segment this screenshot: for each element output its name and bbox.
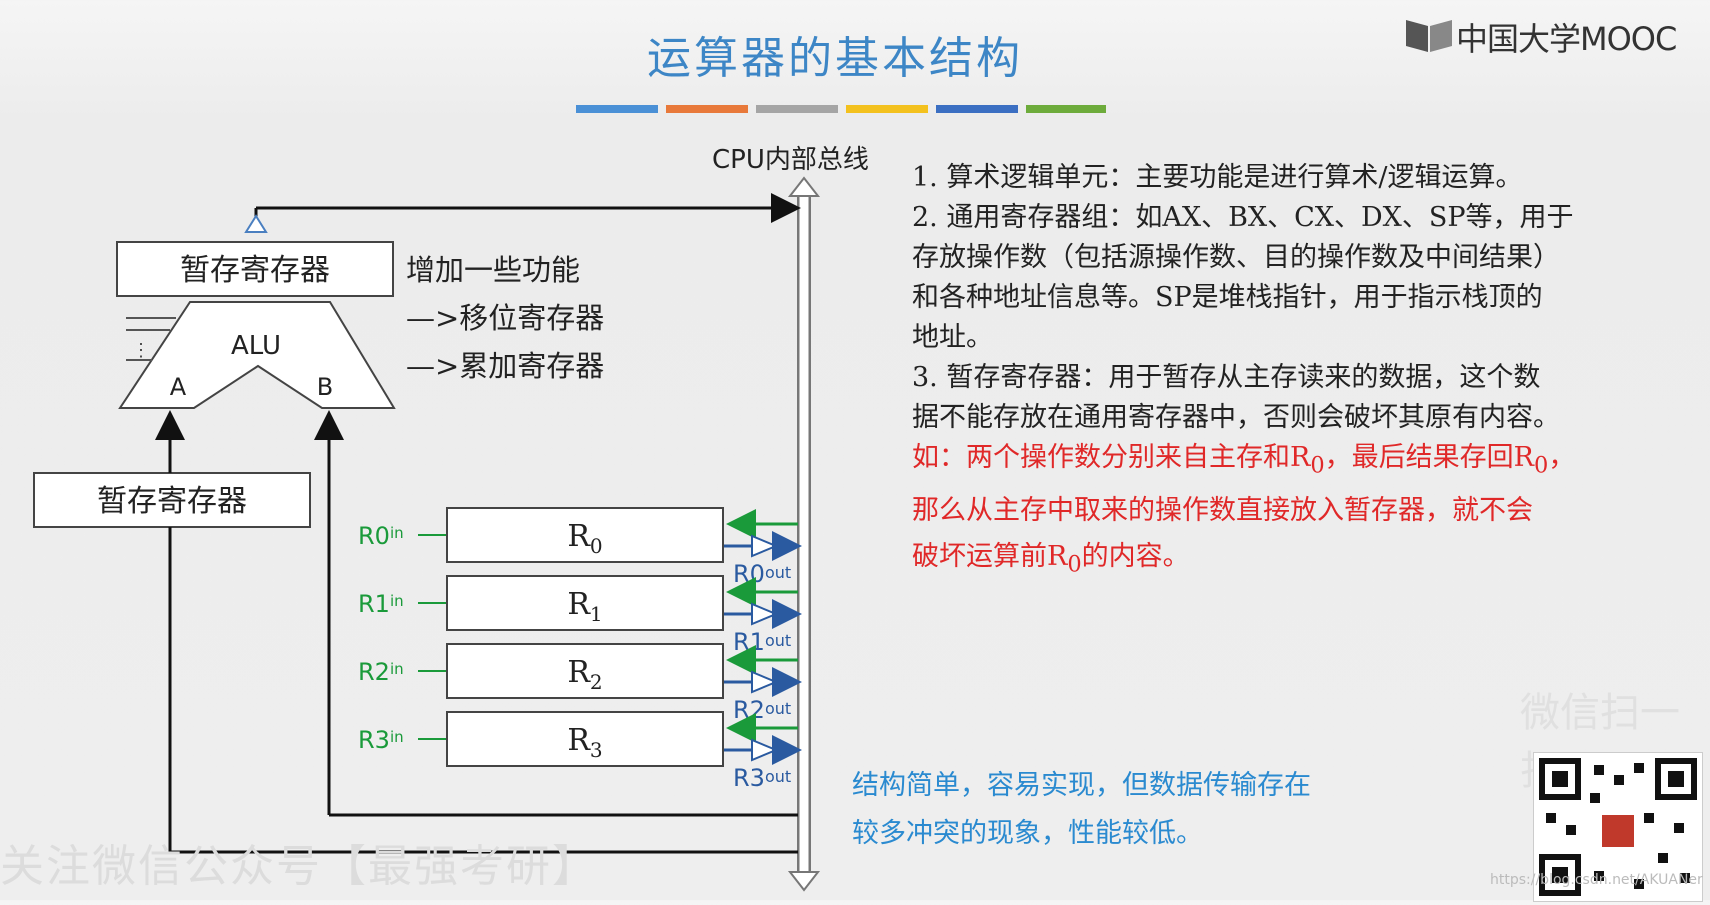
annotation-add-functions: 增加一些功能 <box>406 253 580 287</box>
register-r3 <box>446 711 724 767</box>
register-r3-label: R3 <box>567 723 602 762</box>
summary-line-2: 较多冲突的现象，性能较低。 <box>852 818 1203 849</box>
register-r0-in-signal: R0in <box>358 522 404 550</box>
bus-label: CPU内部总线 <box>712 145 869 175</box>
temp-register-left-label: 暂存寄存器 <box>97 484 247 519</box>
register-r3-out-buffer <box>751 738 779 762</box>
note-red-line-1: 如：两个操作数分别来自主存和R0，最后结果存回R0， <box>912 442 1576 479</box>
book-icon <box>1406 20 1452 52</box>
alu-block: ALU A B ⋮ <box>118 301 396 409</box>
temp-register-top-label: 暂存寄存器 <box>180 253 330 288</box>
input-a-path <box>155 410 798 854</box>
register-r1-out-signal: R1out <box>733 628 791 656</box>
summary-line-1: 结构简单，容易实现，但数据传输存在 <box>852 770 1311 801</box>
page-title: 运算器的基本结构 <box>647 33 1023 84</box>
register-r0-label: R0 <box>567 519 602 558</box>
color-bar-segment <box>666 105 748 113</box>
cpu-internal-bus <box>787 176 821 892</box>
color-bar-segment <box>936 105 1018 113</box>
register-r2 <box>446 643 724 699</box>
register-r2-out-signal: R2out <box>733 696 791 724</box>
note-line: 地址。 <box>912 322 993 353</box>
register-r0 <box>446 507 724 563</box>
logo-text: 中国大学MOOC <box>1456 20 1677 58</box>
qr-code-image <box>1533 752 1703 902</box>
register-r2-out-buffer <box>751 670 779 694</box>
alu-label: ALU <box>231 331 281 361</box>
temp-register-left <box>33 472 311 528</box>
annotation-accumulator: —>累加寄存器 <box>406 349 604 383</box>
note-line: 1. 算术逻辑单元：主要功能是进行算术/逻辑运算。 <box>912 162 1523 193</box>
color-bar-segment <box>846 105 928 113</box>
color-bar-segment <box>1026 105 1106 113</box>
register-r3-out-signal: R3out <box>733 764 791 792</box>
alu-output-path <box>244 193 801 233</box>
alu-input-b-label: B <box>317 373 333 401</box>
control-signal-dots: ⋮ <box>132 340 150 361</box>
temp-register-top <box>116 241 394 297</box>
note-line: 和各种地址信息等。SP是堆栈指针，用于指示栈顶的 <box>912 282 1543 313</box>
note-line: 2. 通用寄存器组：如AX、BX、CX、DX、SP等，用于 <box>912 202 1574 233</box>
mooc-logo: 中国大学MOOC <box>1404 14 1704 58</box>
note-line: 存放操作数（包括源操作数、目的操作数及中间结果） <box>912 242 1560 273</box>
input-b-path <box>314 410 798 817</box>
notes-panel: 1. 算术逻辑单元：主要功能是进行算术/逻辑运算。 2. 通用寄存器组：如AX、B… <box>912 158 1710 585</box>
register-r1 <box>446 575 724 631</box>
color-bar <box>576 105 1106 113</box>
watermark-wechat: 关注微信公众号【最强考研】 <box>0 841 598 892</box>
annotation-shift-register: —>移位寄存器 <box>406 301 604 335</box>
note-red-line-2: 那么从主存中取来的操作数直接放入暂存器，就不会 <box>912 495 1533 527</box>
note-line: 据不能存放在通用寄存器中，否则会破坏其原有内容。 <box>912 402 1560 433</box>
note-red-line-3: 破坏运算前R0的内容。 <box>912 541 1190 578</box>
register-r1-label: R1 <box>567 587 602 626</box>
register-r0-out-buffer <box>751 534 779 558</box>
register-r0-out-signal: R0out <box>733 560 791 588</box>
register-r1-in-signal: R1in <box>358 590 404 618</box>
watermark-url: https://blog.csdn.net/AKUANer <box>1490 872 1703 888</box>
register-r1-out-buffer <box>751 602 779 626</box>
alu-input-a-label: A <box>170 373 187 401</box>
register-r2-in-signal: R2in <box>358 658 404 686</box>
register-r3-in-signal: R3in <box>358 726 404 754</box>
register-r2-label: R2 <box>567 655 602 694</box>
color-bar-segment <box>576 105 658 113</box>
summary-note: 结构简单，容易实现，但数据传输存在 较多冲突的现象，性能较低。 <box>852 762 1311 858</box>
color-bar-segment <box>756 105 838 113</box>
note-line: 3. 暂存寄存器：用于暂存从主存读来的数据，这个数 <box>912 362 1541 393</box>
